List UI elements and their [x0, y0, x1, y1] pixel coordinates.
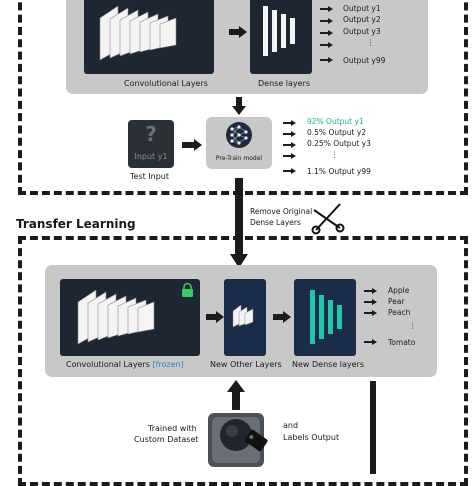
dataset-puck-icon: [208, 413, 268, 467]
top-output-dots: ⋮: [367, 38, 375, 47]
bottom-output-peach: Peach: [388, 308, 411, 317]
top-dense-bars-icon: [263, 6, 295, 56]
remove-dense-label-2: Dense Layers: [250, 218, 301, 227]
bottom-output-pear: Pear: [388, 297, 405, 306]
pretrain-output-arrows: [283, 120, 296, 174]
top-output-arrows: [320, 6, 333, 63]
dataset-up-arrow: [227, 380, 245, 410]
top-output-1: Output y1: [343, 4, 381, 13]
bottom-conv-label-text: Convolutional Layers: [66, 360, 150, 369]
top-dense-label: Dense layers: [258, 79, 311, 88]
pretrain-model-label: Pre-Train model: [215, 155, 263, 162]
bottom-output-tomato: Tomato: [388, 338, 416, 347]
other-layers-icon: [232, 304, 254, 328]
pretrain-output-dots: ⋮: [331, 150, 339, 159]
new-dense-label: New Dense layers: [292, 360, 365, 369]
arrow-test-to-model: [182, 139, 202, 151]
bottom-conv-stack-icon: [77, 289, 155, 345]
pretrain-output-1: 92% Output y1: [307, 117, 364, 126]
remove-dense-label-1: Remove Original: [250, 207, 313, 216]
bottom-conv-label: Convolutional Layers [frozen]: [66, 360, 184, 369]
pretrain-output-3: 0.25% Output y3: [307, 139, 371, 148]
test-input-inner-label: Input y1: [134, 152, 168, 161]
question-icon: ?: [145, 122, 157, 146]
new-other-label: New Other Layers: [210, 360, 282, 369]
lock-icon: [182, 282, 193, 297]
transfer-down-arrow: [230, 178, 248, 268]
right-vertical-bar: [370, 381, 376, 474]
top-conv-stack-icon: [99, 5, 177, 61]
frozen-tag: [frozen]: [152, 360, 184, 369]
bottom-output-apple: Apple: [388, 286, 410, 295]
scissors-icon: [311, 203, 345, 235]
bottom-arrow-other-dense: [273, 311, 291, 323]
transfer-learning-title: Transfer Learning: [16, 217, 136, 231]
labels-output-line2: Labels Output: [283, 433, 340, 442]
test-input-box: [128, 120, 174, 168]
bottom-arrow-conv-other: [206, 311, 224, 323]
labels-output-line1: and: [283, 421, 299, 430]
bottom-output-arrows: [364, 288, 377, 345]
pretrain-output-2: 0.5% Output y2: [307, 128, 367, 137]
top-conv-label: Convolutional Layers: [124, 79, 208, 88]
bottom-output-dots: ⋮: [409, 321, 417, 330]
top-output-2: Output y2: [343, 15, 381, 24]
neural-network-icon: [226, 122, 252, 148]
top-output-3: Output y3: [343, 27, 381, 36]
arrow-panel-to-model: [232, 97, 246, 115]
pretrain-output-99: 1.1% Output y99: [307, 167, 371, 176]
top-output-99: Output y99: [343, 56, 386, 65]
new-dense-bars-icon: [310, 290, 342, 344]
test-input-label: Test Input: [130, 172, 170, 181]
trained-with-line1: Trained with: [148, 424, 197, 433]
top-arrow-conv-dense: [229, 26, 247, 38]
new-dense-block: [294, 279, 356, 356]
trained-with-line2: Custom Dataset: [134, 435, 199, 444]
